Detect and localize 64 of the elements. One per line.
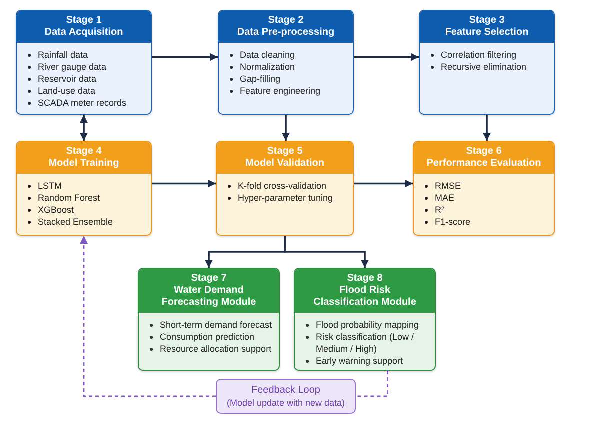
- double-arrow: [80, 115, 88, 141]
- stage-title: Water Demand Forecasting Module: [160, 285, 258, 309]
- bullet-item: Reservoir data: [38, 73, 97, 85]
- stage-number: Stage 5: [267, 146, 303, 158]
- bullet-item: LSTM: [38, 180, 62, 192]
- bullet-item: Short-term demand forecast: [160, 319, 272, 331]
- stage-card: [218, 10, 354, 115]
- stage-number: Stage 7: [191, 273, 227, 285]
- bullet-item: RMSE: [435, 180, 462, 192]
- bullet-item: XGBoost: [38, 204, 74, 216]
- stage-title: Data Pre-processing: [237, 27, 335, 39]
- bullet-item: Gap-filling: [240, 73, 281, 85]
- bullet-item: Hyper-parameter tuning: [238, 192, 334, 204]
- bullet-item: Land-use data: [38, 85, 96, 97]
- bullet-item: SCADA meter records: [38, 97, 127, 109]
- bullet-item: Resource allocation support: [160, 343, 272, 355]
- bullet-item: MAE: [435, 192, 455, 204]
- bullet-item: Flood probability mapping: [316, 319, 420, 331]
- bullet-item: Rainfall data: [38, 49, 88, 61]
- arrow: [284, 236, 369, 268]
- bullet-item: Risk classification (Low / Medium / High): [316, 331, 416, 355]
- arrow: [282, 115, 290, 141]
- stage-card: [138, 268, 280, 371]
- arrow: [152, 53, 218, 62]
- stage-card: [16, 141, 152, 236]
- feedback-box: [216, 379, 356, 414]
- feedback-title: Feedback Loop: [252, 384, 320, 396]
- bullet-item: Correlation filtering: [441, 49, 517, 61]
- stage-number: Stage 1: [66, 15, 102, 27]
- bullet-item: Recursive elimination: [441, 61, 527, 73]
- arrow: [152, 180, 216, 188]
- stage-title: Feature Selection: [445, 27, 529, 39]
- dashed-arrow: [80, 236, 216, 398]
- dashed-connector-line: [356, 371, 388, 398]
- bullet-item: Feature engineering: [240, 85, 321, 97]
- feedback-note: (Model update with new data): [226, 396, 346, 410]
- bullet-item: Data cleaning: [240, 49, 296, 61]
- arrow: [483, 115, 491, 141]
- stage-number: Stage 3: [469, 15, 505, 27]
- bullet-item: Random Forest: [38, 192, 100, 204]
- bullet-item: R²: [435, 204, 444, 216]
- stage-title: Data Acquisition: [44, 27, 124, 39]
- stage-number: Stage 6: [466, 146, 502, 158]
- stage-card: [294, 268, 436, 371]
- stage-title: Model Validation: [246, 158, 324, 170]
- bullet-item: F1-score: [435, 216, 471, 228]
- arrow: [354, 180, 413, 188]
- bullet-item: K-fold cross-validation: [238, 180, 327, 192]
- bullet-item: River gauge data: [38, 61, 107, 73]
- stage-number: Stage 8: [347, 273, 383, 285]
- stage-card: [16, 10, 152, 115]
- bullet-item: Stacked Ensemble: [38, 216, 114, 228]
- bullet-item: Consumption prediction: [160, 331, 255, 343]
- stage-title: Model Training: [48, 158, 120, 170]
- stage-card: [216, 141, 354, 236]
- bullet-item: Early warning support: [316, 355, 404, 367]
- stage-number: Stage 4: [66, 146, 102, 158]
- stage-card: [419, 10, 555, 115]
- bullet-item: Normalization: [240, 61, 296, 73]
- stage-number: Stage 2: [268, 15, 304, 27]
- stage-title: Performance Evaluation: [426, 158, 542, 170]
- arrow: [354, 53, 419, 62]
- stage-card: [413, 141, 555, 236]
- stage-title: Flood Risk Classification Module: [312, 285, 418, 309]
